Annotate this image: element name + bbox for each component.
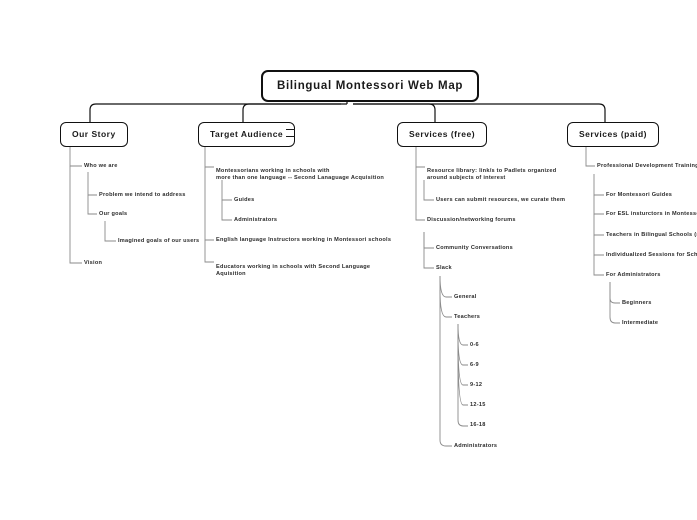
leaf-label: 16-18 — [470, 422, 486, 428]
leaf-node-slack[interactable]: Slack — [436, 265, 452, 273]
leaf-node-problem-we-intend-to-address[interactable]: Problem we intend to address — [99, 192, 186, 200]
leaf-label: Imagined goals of our users — [118, 238, 200, 244]
leaf-node-individualized-sessions[interactable]: Individualized Sessions for School — [606, 252, 697, 260]
leaf-node-who-we-are[interactable]: Who we are — [84, 163, 118, 171]
branch-label-services-free: Services (free) — [409, 129, 476, 139]
leaf-node-vision[interactable]: Vision — [84, 260, 102, 268]
leaf-node-community-conversations[interactable]: Community Conversations — [436, 245, 513, 253]
leaf-node-age-16-18[interactable]: 16-18 — [470, 422, 486, 430]
leaf-node-age-12-15[interactable]: 12-15 — [470, 402, 486, 410]
leaf-node-guides[interactable]: Guides — [234, 197, 254, 205]
leaf-label: Guides — [234, 197, 255, 203]
leaf-node-teachers[interactable]: Teachers — [454, 314, 480, 322]
leaf-label: 0-6 — [470, 342, 479, 348]
leaf-node-for-administrators[interactable]: For Administrators — [606, 272, 661, 280]
leaf-node-educators-second-language-aquisition[interactable]: Educators working in schools with Second… — [216, 256, 370, 279]
leaf-node-montessorians-multilingual-schools[interactable]: Montessorians working in schools with mo… — [216, 160, 384, 183]
leaf-node-users-can-submit-resources[interactable]: Users can submit resources, we curate th… — [436, 197, 565, 205]
leaf-node-english-language-instructors[interactable]: English language Instructors working in … — [216, 237, 391, 245]
leaf-node-age-6-9[interactable]: 6-9 — [470, 362, 479, 370]
leaf-label: Vision — [84, 260, 103, 266]
leaf-node-age-9-12[interactable]: 9-12 — [470, 382, 482, 390]
leaf-label: For Montessori Guides — [606, 192, 673, 198]
leaf-label: Users can submit resources, we curate th… — [436, 197, 566, 203]
leaf-node-slack-administrators[interactable]: Administrators — [454, 443, 497, 451]
leaf-label: Administrators — [234, 217, 278, 223]
leaf-label: Our goals — [99, 211, 128, 217]
leaf-label: Professional Development Training — [597, 163, 697, 169]
leaf-label: 6-9 — [470, 362, 479, 368]
leaf-node-resource-library[interactable]: Resource library: link/s to Padlets orga… — [427, 160, 556, 183]
leaf-node-beginners[interactable]: Beginners — [622, 300, 652, 308]
leaf-node-imagined-goals-of-our-users[interactable]: Imagined goals of our users — [118, 238, 199, 246]
leaf-label: 9-12 — [470, 382, 483, 388]
leaf-label: Community Conversations — [436, 245, 513, 251]
leaf-node-general[interactable]: General — [454, 294, 477, 302]
leaf-label: Montessorians working in schools with mo… — [216, 167, 385, 182]
leaf-label: Teachers in Bilingual Schools (not — [606, 232, 697, 238]
leaf-node-professional-development-training[interactable]: Professional Development Training — [597, 163, 697, 171]
leaf-label: Problem we intend to address — [99, 192, 186, 198]
leaf-label: For Administrators — [606, 272, 661, 278]
hamburger-icon-bar — [286, 135, 295, 137]
leaf-label: Administrators — [454, 443, 498, 449]
hamburger-icon-bar — [286, 129, 295, 131]
branch-node-our-story[interactable]: Our Story — [60, 122, 128, 147]
leaf-label: Teachers — [454, 314, 481, 320]
branch-label-services-paid: Services (paid) — [579, 129, 647, 139]
leaf-node-age-0-6[interactable]: 0-6 — [470, 342, 479, 350]
branch-label-target-audience: Target Audience — [210, 129, 284, 139]
leaf-label: 12-15 — [470, 402, 486, 408]
leaf-label: Who we are — [84, 163, 118, 169]
leaf-node-for-esl-instructors[interactable]: For ESL insturctors in Montessori s — [606, 211, 697, 219]
leaf-label: English language Instructors working in … — [216, 237, 392, 243]
leaf-label: Beginners — [622, 300, 652, 306]
root-node-label: Bilingual Montessori Web Map — [277, 80, 464, 92]
leaf-label: Resource library: link/s to Padlets orga… — [427, 167, 557, 182]
leaf-label: Educators working in schools with Second… — [216, 263, 371, 278]
leaf-label: Slack — [436, 265, 452, 271]
leaf-label: General — [454, 294, 477, 300]
leaf-label: Discussion/networking forums — [427, 217, 516, 223]
leaf-node-intermediate[interactable]: Intermediate — [622, 320, 658, 328]
leaf-label: Individualized Sessions for School — [606, 252, 697, 258]
branch-node-services-paid[interactable]: Services (paid) — [567, 122, 659, 147]
leaf-node-teachers-in-bilingual-schools[interactable]: Teachers in Bilingual Schools (not — [606, 232, 697, 240]
branch-node-target-audience[interactable]: Target Audience — [198, 122, 296, 147]
leaf-node-for-montessori-guides[interactable]: For Montessori Guides — [606, 192, 672, 200]
branch-label-our-story: Our Story — [72, 129, 116, 139]
leaf-node-our-goals[interactable]: Our goals — [99, 211, 127, 219]
hamburger-icon[interactable] — [286, 128, 295, 137]
leaf-node-administrators[interactable]: Administrators — [234, 217, 277, 225]
leaf-node-discussion-networking-forums[interactable]: Discussion/networking forums — [427, 217, 516, 225]
leaf-label: Intermediate — [622, 320, 659, 326]
leaf-label: For ESL insturctors in Montessori s — [606, 211, 697, 217]
root-node[interactable]: Bilingual Montessori Web Map — [261, 70, 480, 102]
branch-node-services-free[interactable]: Services (free) — [397, 122, 488, 147]
